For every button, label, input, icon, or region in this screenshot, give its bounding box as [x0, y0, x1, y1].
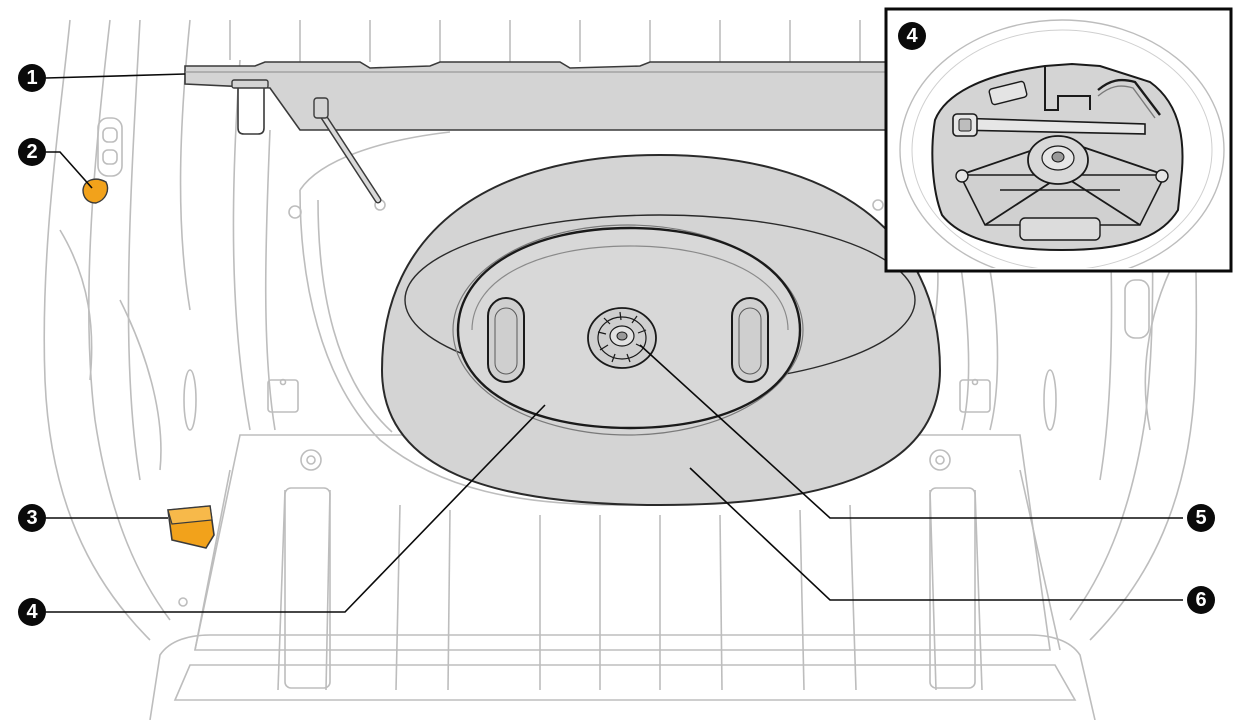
callout-1: 1 [18, 64, 46, 92]
inset-callout-4: 4 [898, 22, 926, 50]
callout-2: 2 [18, 138, 46, 166]
inset-panel [884, 7, 1233, 273]
support-rod [313, 97, 382, 204]
callout-6: 6 [1187, 586, 1215, 614]
item-3-case [167, 505, 215, 549]
cargo-floor-board [184, 61, 890, 135]
spare-tire [380, 153, 942, 507]
callout-4: 4 [18, 598, 46, 626]
callout-3: 3 [18, 504, 46, 532]
leader-lines [45, 73, 1183, 613]
callout-5: 5 [1187, 504, 1215, 532]
